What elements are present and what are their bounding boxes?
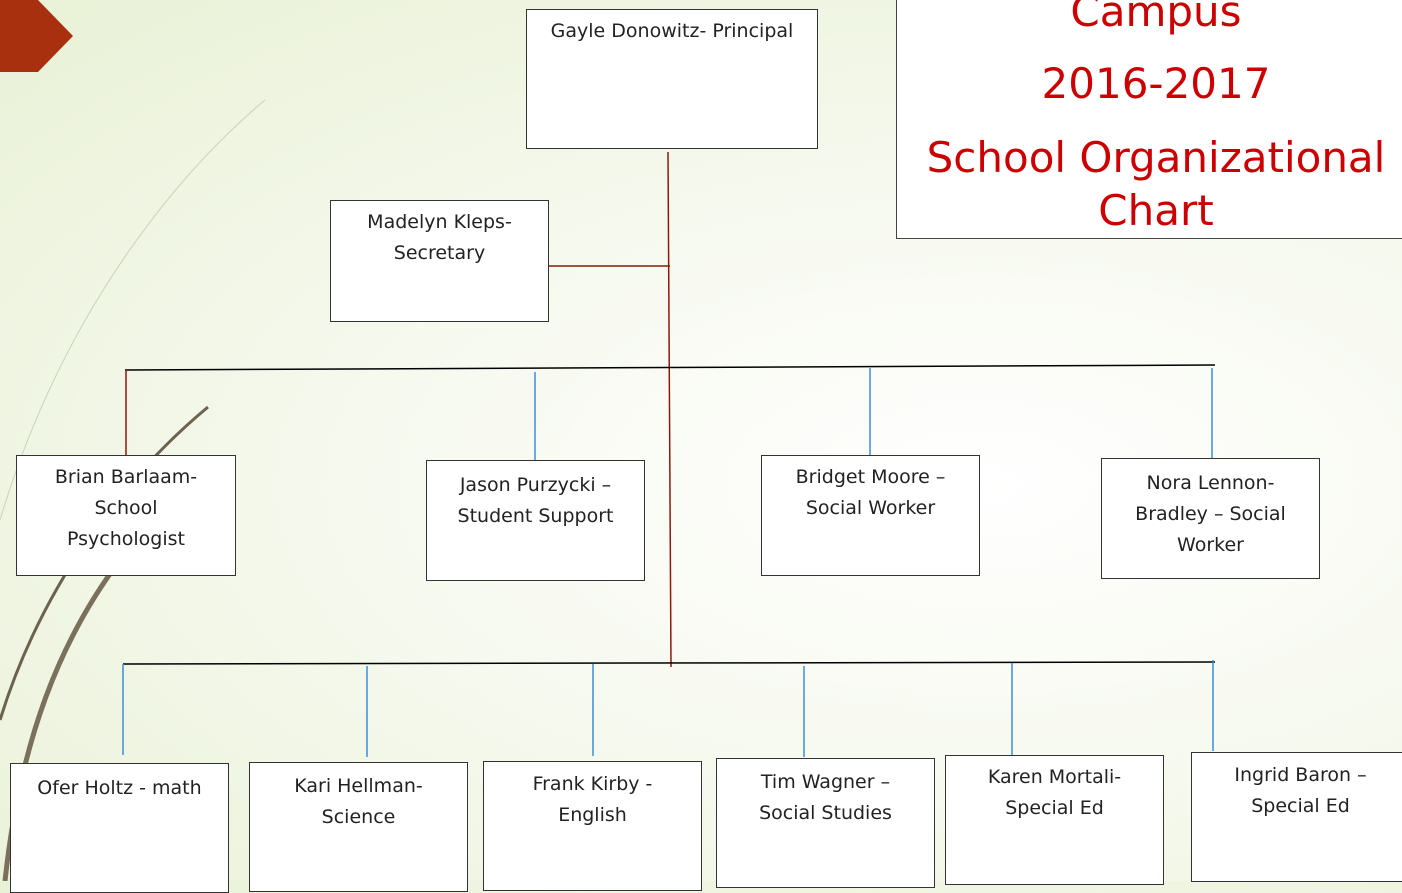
principal-box: Gayle Donowitz- Principal xyxy=(526,9,818,149)
support-staff-line: Student Support xyxy=(457,505,614,527)
principal-name: Gayle Donowitz- Principal xyxy=(550,20,794,42)
teacher-line: Karen Mortali- xyxy=(987,766,1122,788)
secretary-box: Madelyn Kleps- Secretary xyxy=(330,200,549,322)
teacher-line: Tim Wagner – xyxy=(760,771,891,793)
support-staff-box: Brian Barlaam- School Psychologist xyxy=(16,455,236,576)
teacher-line: Special Ed xyxy=(1005,797,1104,819)
support-staff-line: School xyxy=(94,497,158,519)
support-staff-line: Worker xyxy=(1177,534,1244,556)
secretary-line-2: Secretary xyxy=(393,242,486,264)
title-line-1: Campus xyxy=(1070,0,1242,36)
title-line-4: Chart xyxy=(1098,186,1214,235)
accent-arrow-icon xyxy=(0,0,73,72)
support-staff-box: Nora Lennon- Bradley – Social Worker xyxy=(1101,458,1320,579)
teacher-line: Special Ed xyxy=(1251,795,1350,817)
teacher-line: Social Studies xyxy=(759,802,892,824)
teacher-line: Kari Hellman- xyxy=(294,775,423,797)
secretary-line-1: Madelyn Kleps- xyxy=(367,211,512,233)
teacher-box: Ingrid Baron – Special Ed xyxy=(1191,752,1402,882)
teacher-line: Ofer Holtz - math xyxy=(37,777,202,799)
teacher-line: Science xyxy=(321,806,396,828)
support-staff-line: Bradley – Social xyxy=(1135,503,1286,525)
teacher-box: Karen Mortali- Special Ed xyxy=(945,755,1164,885)
chart-title-box: Campus 2016-2017 School Organizational C… xyxy=(896,0,1402,239)
support-staff-box: Bridget Moore – Social Worker xyxy=(761,455,980,576)
teacher-box: Kari Hellman- Science xyxy=(249,762,468,892)
title-line-3: School Organizational xyxy=(926,133,1386,182)
teacher-box: Frank Kirby - English xyxy=(483,761,702,891)
teacher-line: English xyxy=(558,804,627,826)
teacher-box: Ofer Holtz - math xyxy=(10,763,229,893)
title-line-2: 2016-2017 xyxy=(1041,59,1271,108)
decorative-swoosh-thin xyxy=(0,99,266,521)
support-staff-line: Social Worker xyxy=(805,497,936,519)
support-staff-box: Jason Purzycki – Student Support xyxy=(426,460,645,581)
teacher-line: Ingrid Baron – xyxy=(1234,764,1367,786)
teacher-line: Frank Kirby - xyxy=(532,773,653,795)
support-staff-line: Psychologist xyxy=(67,528,185,550)
support-staff-line: Jason Purzycki – xyxy=(459,474,612,496)
support-staff-line: Brian Barlaam- xyxy=(54,466,198,488)
teacher-box: Tim Wagner – Social Studies xyxy=(716,758,935,888)
support-staff-line: Bridget Moore – xyxy=(795,466,946,488)
support-staff-line: Nora Lennon- xyxy=(1146,472,1275,494)
